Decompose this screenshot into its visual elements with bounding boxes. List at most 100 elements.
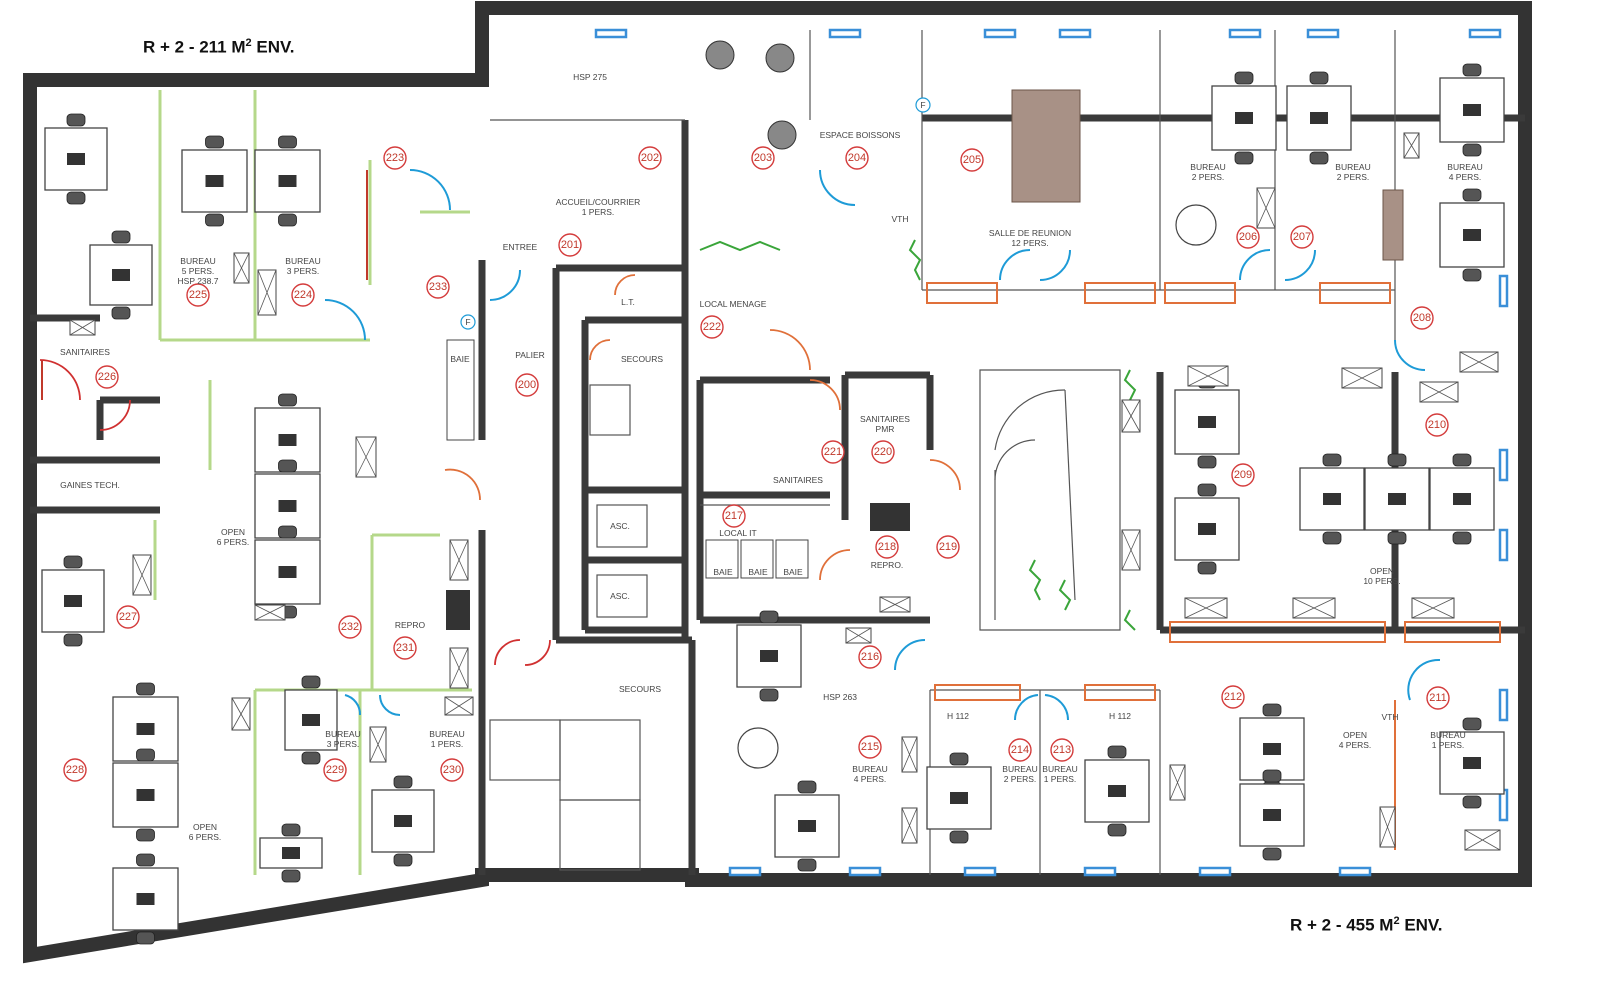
desk — [371, 775, 435, 867]
room-label-212: OPEN — [1343, 730, 1367, 740]
room-label-232: 6 PERS. — [217, 537, 250, 547]
svg-text:219: 219 — [939, 541, 957, 553]
room-label-230: BUREAU — [429, 729, 464, 739]
printer — [446, 503, 910, 630]
room-label-213: 1 PERS. — [1044, 774, 1077, 784]
desk — [926, 752, 992, 844]
room-label-229: 3 PERS. — [327, 739, 360, 749]
desk — [1439, 188, 1505, 282]
room-label-206: 2 PERS. — [1192, 172, 1225, 182]
room-label-226: SANITAIRES — [60, 347, 110, 357]
label-secours-bottom: SECOURS — [619, 684, 661, 694]
desk — [89, 230, 153, 320]
stairs — [489, 369, 1121, 871]
desk — [1174, 483, 1240, 575]
svg-text:208: 208 — [1413, 312, 1431, 324]
room-label-201: ENTREE — [503, 242, 538, 252]
cabinet — [845, 627, 872, 644]
room-number-211: 211 — [1426, 686, 1450, 710]
elevators — [596, 504, 648, 618]
svg-text:209: 209 — [1234, 469, 1252, 481]
room-label-225: 5 PERS. — [182, 266, 215, 276]
room-number-204: 204 — [845, 146, 869, 170]
room-number-213: 213 — [1050, 738, 1074, 762]
svg-text:218: 218 — [878, 541, 896, 553]
svg-text:200: 200 — [518, 379, 536, 391]
cabinet — [901, 807, 918, 844]
misc-labels: L.T. SECOURS SECOURS ASC. ASC. GAINES TE… — [60, 72, 1398, 722]
cabinet — [233, 252, 250, 284]
label-vth-2: VTH — [1382, 712, 1399, 722]
room-number-202: 202 — [638, 146, 662, 170]
room-number-223: 223 — [383, 146, 407, 170]
room-label-232: OPEN — [221, 527, 245, 537]
orange-walls — [41, 170, 1501, 850]
room-number-219: 219 — [936, 535, 960, 559]
room-number-200: 200 — [515, 373, 539, 397]
svg-text:204: 204 — [848, 152, 866, 164]
room-label-225: BUREAU — [180, 256, 215, 266]
svg-text:228: 228 — [66, 764, 84, 776]
svg-text:202: 202 — [641, 152, 659, 164]
room-label-230: 1 PERS. — [431, 739, 464, 749]
room-label-215: BUREAU — [852, 764, 887, 774]
room-label-228: OPEN — [193, 822, 217, 832]
room-label-220: SANITAIRES — [860, 414, 910, 424]
desk — [112, 853, 179, 945]
label-baie-2: BAIE — [713, 567, 733, 577]
meeting-table — [1011, 89, 1404, 261]
svg-text:226: 226 — [98, 371, 116, 383]
label-vth-1: VTH — [892, 214, 909, 224]
doors — [39, 169, 1441, 721]
room-number-218: 218 — [875, 535, 899, 559]
cabinet — [1411, 597, 1455, 619]
label-gaines: GAINES TECH. — [60, 480, 120, 490]
cabinet — [1121, 399, 1141, 433]
it-rack — [705, 539, 739, 579]
cabinet — [369, 726, 387, 763]
cabinet — [1341, 367, 1383, 389]
room-number-220: 220 — [871, 440, 895, 464]
desk — [112, 748, 179, 842]
cabinet — [1169, 764, 1186, 801]
desk — [1299, 453, 1365, 545]
desk — [736, 610, 802, 702]
cabinet — [1379, 806, 1396, 848]
room-label-221: SANITAIRES — [773, 475, 823, 485]
baie-cabinet — [446, 339, 475, 441]
room-number-208: 208 — [1410, 306, 1434, 330]
room-label-214: 2 PERS. — [1004, 774, 1037, 784]
label-baie-3: BAIE — [748, 567, 768, 577]
room-label-229: BUREAU — [325, 729, 360, 739]
label-baie-1: BAIE — [450, 354, 470, 364]
cabinet — [444, 696, 474, 716]
cabinet — [1419, 381, 1459, 403]
room-label-200: PALIER — [515, 350, 545, 360]
room-label-217: LOCAL IT — [719, 528, 756, 538]
cabinet — [1187, 365, 1229, 387]
round-table — [1175, 204, 1217, 246]
svg-text:223: 223 — [386, 152, 404, 164]
svg-text:205: 205 — [963, 154, 981, 166]
label-f-1: F — [920, 100, 925, 110]
room-label-213: BUREAU — [1042, 764, 1077, 774]
svg-text:227: 227 — [119, 611, 137, 623]
room-number-215: 215 — [858, 735, 882, 759]
svg-text:206: 206 — [1239, 231, 1257, 243]
cabinet — [231, 697, 251, 731]
plants — [699, 239, 1137, 631]
svg-text:231: 231 — [396, 642, 414, 654]
desk — [254, 135, 321, 227]
svg-text:214: 214 — [1011, 744, 1029, 756]
room-number-225: 225 — [186, 283, 210, 307]
room-number-231: 231 — [393, 636, 417, 660]
cabinet — [1403, 132, 1420, 159]
room-number-222: 222 — [700, 315, 724, 339]
armchair — [705, 40, 735, 70]
room-label-207: BUREAU — [1335, 162, 1370, 172]
room-number-224: 224 — [291, 283, 315, 307]
desk — [1239, 769, 1305, 861]
desk — [1439, 717, 1505, 809]
cabinet — [257, 269, 277, 316]
